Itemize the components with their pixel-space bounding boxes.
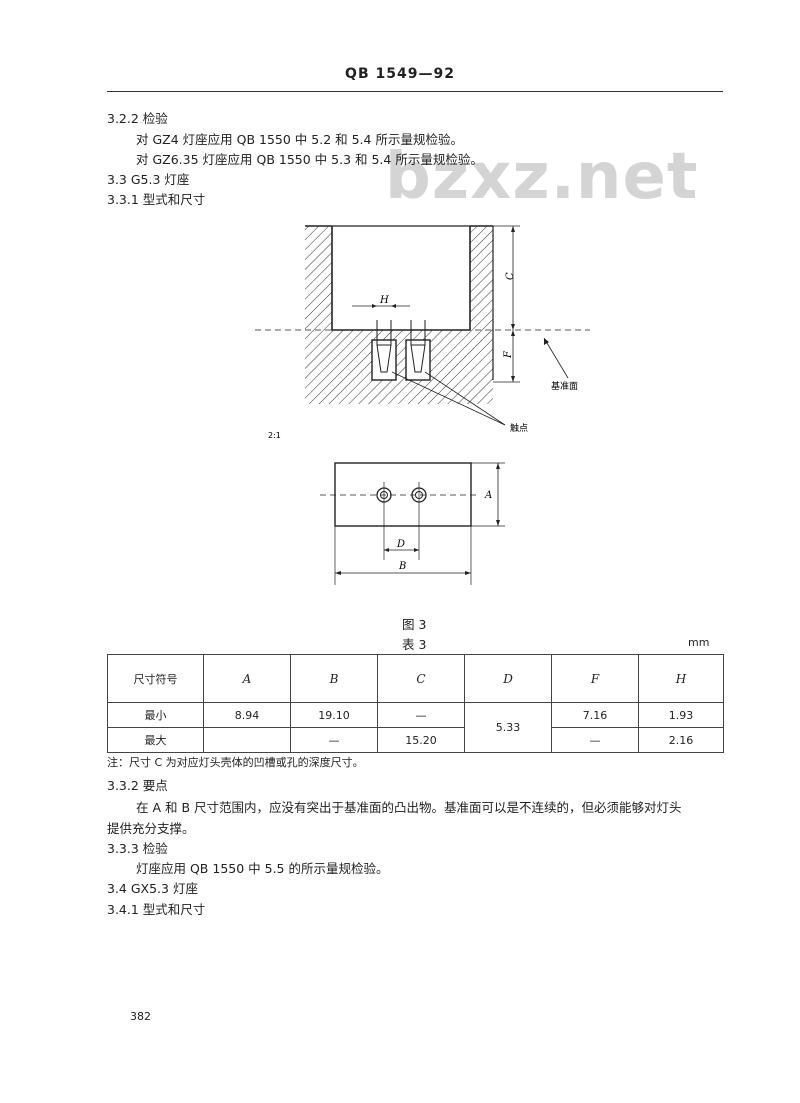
table-header-row: 尺寸符号 A B C D F H bbox=[107, 654, 724, 703]
plan-view-outline bbox=[334, 462, 472, 527]
cell-B-max: — bbox=[290, 727, 378, 753]
scale-label: 2:1 bbox=[268, 431, 281, 440]
table-note: 注：尺寸 C 为对应灯头壳体的凹槽或孔的深度尺寸。 bbox=[107, 756, 364, 769]
row-label: 最小 bbox=[107, 702, 204, 728]
spec-table: 尺寸符号 A B C D F H 最小 8.94 19.10 — 5.33 7.… bbox=[107, 654, 724, 753]
section-3-3-3-line1: 灯座应用 QB 1550 中 5.5 的所示量规检验。 bbox=[136, 861, 389, 876]
header-cell: B bbox=[290, 654, 378, 703]
watermark: bzxz.net bbox=[385, 140, 699, 214]
dim-A-label: A bbox=[484, 490, 492, 501]
holder-section-hatch bbox=[305, 226, 493, 404]
section-3-4-title: 3.4 GX5.3 灯座 bbox=[107, 881, 198, 896]
cavity-outline bbox=[331, 226, 471, 331]
document-header: QB 1549—92 bbox=[345, 66, 455, 82]
dim-H-label: H bbox=[379, 295, 389, 306]
section-3-2-2-line1: 对 GZ4 灯座应用 QB 1550 中 5.2 和 5.4 所示量规检验。 bbox=[136, 132, 463, 147]
page-number: 382 bbox=[130, 1010, 151, 1023]
dim-C-label: C bbox=[505, 272, 516, 280]
section-3-3-title: 3.3 G5.3 灯座 bbox=[107, 172, 190, 187]
section-3-2-2-title: 3.2.2 检验 bbox=[107, 111, 168, 126]
section-3-3-1-title: 3.3.1 型式和尺寸 bbox=[107, 192, 206, 207]
cell-A-min: 8.94 bbox=[203, 702, 291, 728]
contact-pocket-right bbox=[405, 320, 431, 381]
cell-F-max: — bbox=[551, 727, 639, 753]
table-row-max: 最大 — 15.20 — 2.16 bbox=[107, 727, 724, 753]
header-cell: A bbox=[203, 654, 291, 703]
section-3-3-2-line2: 提供充分支撑。 bbox=[107, 821, 195, 836]
table-unit: mm bbox=[688, 636, 710, 649]
row-label: 最大 bbox=[107, 727, 204, 753]
header-cell: D bbox=[464, 654, 552, 703]
dim-D-label: D bbox=[396, 539, 405, 550]
header-cell: C bbox=[377, 654, 465, 703]
cell-B-min: 19.10 bbox=[290, 702, 378, 728]
section-3-2-2-line2: 对 GZ6.35 灯座应用 QB 1550 中 5.3 和 5.4 所示量规检验… bbox=[136, 152, 483, 167]
header-cell: 尺寸符号 bbox=[107, 654, 204, 703]
cell-C-max: 15.20 bbox=[377, 727, 465, 753]
figure-3-drawing: H C F 基准面 触点 2:1 D A B bbox=[255, 225, 590, 585]
cell-H-min: 1.93 bbox=[638, 702, 724, 728]
cell-C-min: — bbox=[377, 702, 465, 728]
table-title: 表 3 bbox=[402, 637, 427, 652]
figure-caption: 图 3 bbox=[402, 617, 427, 632]
dim-F-label: F bbox=[503, 350, 514, 359]
contacts-label: 触点 bbox=[510, 422, 528, 434]
section-3-3-2-title: 3.3.2 要点 bbox=[107, 778, 168, 793]
header-rule bbox=[107, 91, 723, 92]
header-cell: F bbox=[551, 654, 639, 703]
table-row-min: 最小 8.94 19.10 — 5.33 7.16 1.93 bbox=[107, 702, 724, 753]
section-3-3-2-line1: 在 A 和 B 尺寸范围内，应没有突出于基准面的凸出物。基准面可以是不连续的，但… bbox=[136, 800, 682, 815]
section-3-3-3-title: 3.3.3 检验 bbox=[107, 841, 168, 856]
reference-plane-label: 基准面 bbox=[551, 380, 578, 392]
cell-D: 5.33 bbox=[464, 702, 552, 753]
cell-A-max bbox=[203, 727, 291, 753]
section-3-4-1-title: 3.4.1 型式和尺寸 bbox=[107, 902, 206, 917]
cell-F-min: 7.16 bbox=[551, 702, 639, 728]
header-cell: H bbox=[638, 654, 724, 703]
cell-H-max: 2.16 bbox=[638, 727, 724, 753]
dim-B-label: B bbox=[398, 561, 406, 572]
contact-pocket-left bbox=[371, 320, 397, 381]
